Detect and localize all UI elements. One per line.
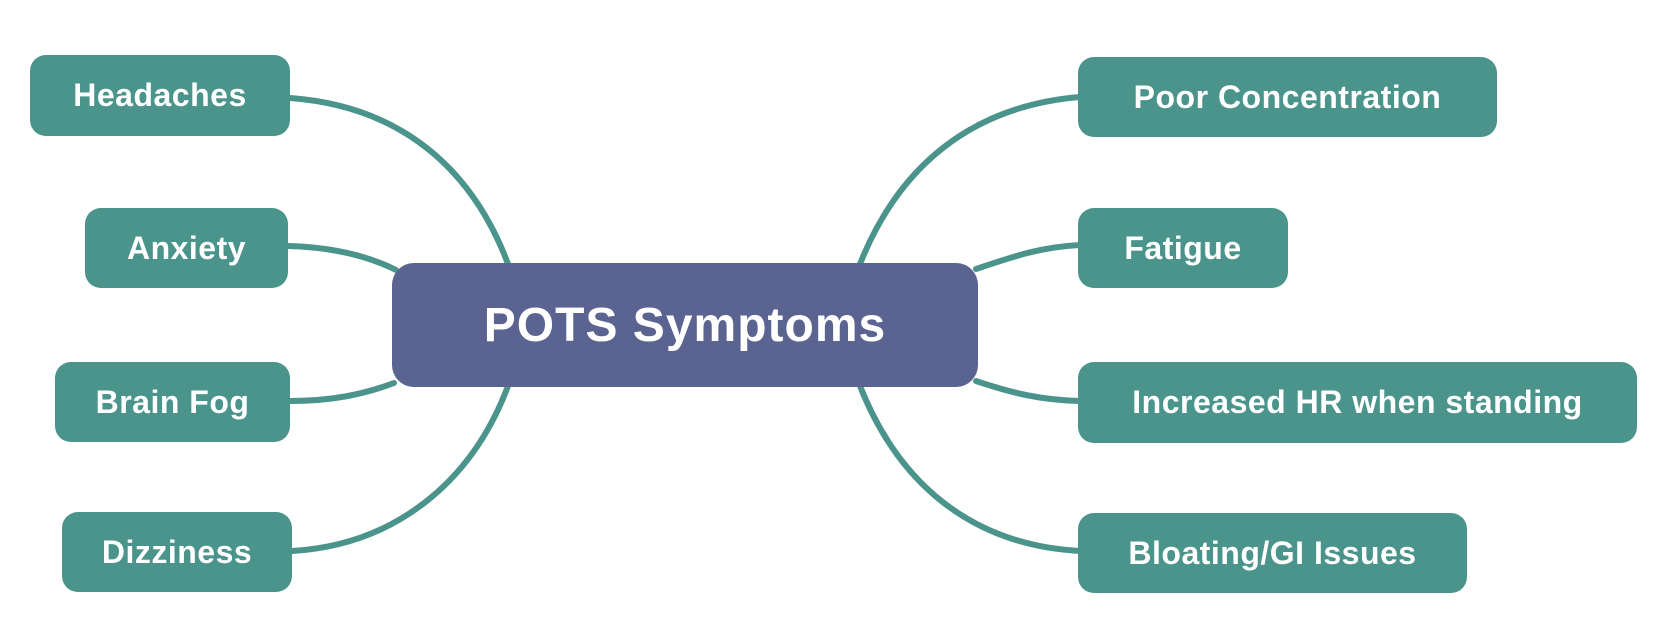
node-anxiety[interactable]: Anxiety bbox=[85, 208, 288, 288]
node-label: Fatigue bbox=[1124, 229, 1242, 266]
connector-brain-fog bbox=[287, 380, 397, 404]
connector-bloating bbox=[857, 383, 1083, 554]
connector-poor-concentration bbox=[857, 94, 1083, 267]
node-label: Dizziness bbox=[101, 533, 253, 570]
connector-increased-hr bbox=[973, 378, 1083, 404]
node-poor-concentration[interactable]: Poor Concentration bbox=[1078, 57, 1497, 137]
node-label: Anxiety bbox=[126, 229, 247, 266]
node-brain-fog[interactable]: Brain Fog bbox=[55, 362, 290, 442]
node-label: Poor Concentration bbox=[1133, 78, 1442, 115]
node-bloating-gi-issues[interactable]: Bloating/GI Issues bbox=[1078, 513, 1467, 593]
node-label: Bloating/GI Issues bbox=[1128, 534, 1417, 571]
node-label: Headaches bbox=[73, 77, 247, 113]
node-fatigue[interactable]: Fatigue bbox=[1078, 208, 1288, 288]
node-increased-hr-when-standing[interactable]: Increased HR when standing bbox=[1078, 362, 1637, 443]
root-node-label: POTS Symptoms bbox=[483, 298, 887, 352]
node-headaches[interactable]: Headaches bbox=[30, 55, 290, 136]
node-dizziness[interactable]: Dizziness bbox=[62, 512, 292, 592]
root-node-pots-symptoms[interactable]: POTS Symptoms bbox=[392, 263, 978, 387]
connector-dizziness bbox=[289, 383, 511, 554]
connector-fatigue bbox=[973, 242, 1083, 272]
node-label: Brain Fog bbox=[95, 383, 250, 420]
connector-anxiety bbox=[285, 243, 399, 273]
node-label: Increased HR when standing bbox=[1132, 384, 1583, 420]
connector-headaches bbox=[287, 95, 511, 267]
